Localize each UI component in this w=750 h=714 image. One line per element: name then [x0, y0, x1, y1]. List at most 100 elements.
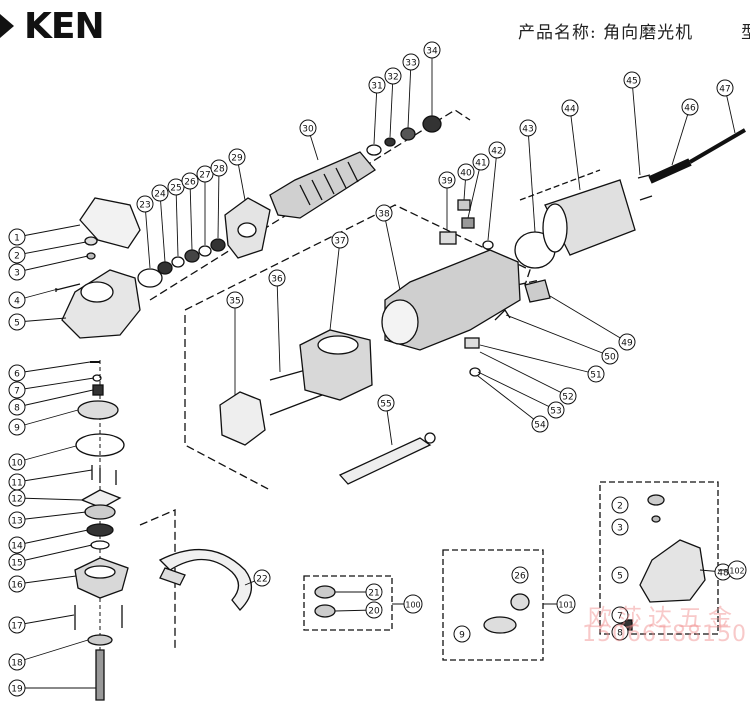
spindle-19-part — [95, 649, 105, 701]
leader-line — [144, 203, 151, 269]
callout-number-102: 102 — [729, 567, 744, 576]
assembly-guide-guard — [139, 509, 176, 650]
washer-15-part — [90, 540, 110, 550]
callout-circle — [511, 566, 529, 584]
screws-11-part — [91, 465, 117, 485]
callout-number-55: 55 — [380, 400, 391, 410]
leader-line — [527, 127, 536, 233]
leader-line — [16, 255, 89, 273]
callout-number-51: 51 — [590, 371, 601, 381]
spanner-wrench-55-part — [338, 437, 432, 485]
callout-circle — [556, 594, 576, 614]
o-ring-10-part — [75, 433, 125, 457]
leader-line — [505, 314, 611, 357]
callout-circle — [384, 67, 402, 85]
callout-number-39: 39 — [441, 177, 453, 187]
terminal-block-52-part — [464, 337, 480, 349]
brand-logo: KEN — [0, 6, 105, 47]
callout-circle — [519, 119, 537, 137]
callout-number-21: 21 — [368, 589, 379, 599]
leader-line — [16, 529, 89, 546]
leader-line — [479, 351, 569, 397]
callout-circle — [681, 98, 699, 116]
screws-17-part — [74, 605, 123, 630]
callout-number-33: 33 — [405, 59, 416, 69]
callout-circle — [618, 333, 636, 351]
leader-line — [407, 61, 412, 129]
callout-number-27: 27 — [199, 171, 210, 181]
washer-25-part — [171, 256, 185, 268]
callout-circle — [488, 141, 506, 159]
callout-number-29: 29 — [231, 154, 243, 164]
callout-circle — [727, 560, 747, 580]
callout-circle — [8, 398, 26, 416]
switch-48-part — [524, 279, 551, 303]
bearing-14-part — [86, 523, 114, 537]
callout-number-52: 52 — [562, 393, 573, 403]
callout-number-11: 11 — [11, 479, 22, 489]
lock-button-8-part — [92, 384, 104, 396]
leader-line — [479, 344, 597, 375]
callout-circle — [453, 625, 471, 643]
callout-circle — [377, 394, 395, 412]
callout-circle — [181, 172, 199, 190]
callout-circle — [561, 99, 579, 117]
inset-callout-number-26: 26 — [514, 572, 526, 582]
leader-line — [16, 639, 89, 663]
leader-line — [631, 79, 641, 176]
inset-box-100 — [303, 575, 393, 631]
leader-line — [16, 361, 91, 374]
callout-number-48: 48 — [717, 569, 729, 579]
callout-number-38: 38 — [378, 210, 390, 220]
leader-line — [549, 295, 628, 343]
washer-27-part — [198, 245, 212, 257]
callout-circle — [8, 246, 26, 264]
wheel-guard-22-part — [158, 548, 252, 611]
callout-circle — [151, 184, 169, 202]
callout-circle — [268, 269, 286, 287]
callout-number-47: 47 — [719, 85, 730, 95]
inset-callout-number-2: 2 — [617, 502, 623, 512]
callout-circle — [8, 291, 26, 309]
bearing-plate-9-part — [77, 400, 119, 420]
leader-line — [569, 107, 581, 191]
leader-line — [383, 212, 401, 291]
callout-number-7: 7 — [14, 387, 20, 397]
callout-number-26: 26 — [184, 178, 196, 188]
inset-box-101 — [442, 549, 544, 661]
callout-circle — [402, 53, 420, 71]
leader-line — [16, 389, 94, 408]
gear-case-part — [61, 269, 141, 339]
callout-circle — [611, 606, 629, 624]
callout-number-50: 50 — [604, 353, 616, 363]
callout-circle — [611, 566, 629, 584]
callout-circle — [8, 616, 26, 634]
leader-line — [16, 377, 95, 391]
callout-number-31: 31 — [371, 82, 382, 92]
bearing-24-part — [157, 261, 173, 275]
spring-53-part — [469, 367, 481, 377]
baffle-35-part — [219, 391, 266, 446]
callout-circle — [531, 415, 549, 433]
leader-line — [16, 575, 77, 585]
callout-number-18: 18 — [11, 659, 23, 669]
callout-number-17: 17 — [11, 622, 22, 632]
callout-number-22: 22 — [256, 575, 267, 585]
callout-number-19: 19 — [11, 685, 23, 695]
product-title: 产品名称: 角向磨光机型 — [518, 18, 750, 43]
leader-line — [175, 186, 179, 257]
callout-number-2: 2 — [14, 252, 20, 262]
callout-circle — [8, 381, 26, 399]
callout-circle — [8, 575, 26, 593]
callout-number-20: 20 — [368, 607, 380, 617]
callout-number-46: 46 — [684, 104, 696, 114]
callout-circle — [716, 79, 734, 97]
assembly-guide-cable — [519, 169, 601, 201]
callout-circle — [611, 623, 629, 641]
brush-cap-41-part — [461, 217, 475, 229]
leader-line — [16, 241, 87, 256]
callout-circle — [228, 148, 246, 166]
leader-line — [276, 277, 281, 373]
callout-circle — [8, 653, 26, 671]
